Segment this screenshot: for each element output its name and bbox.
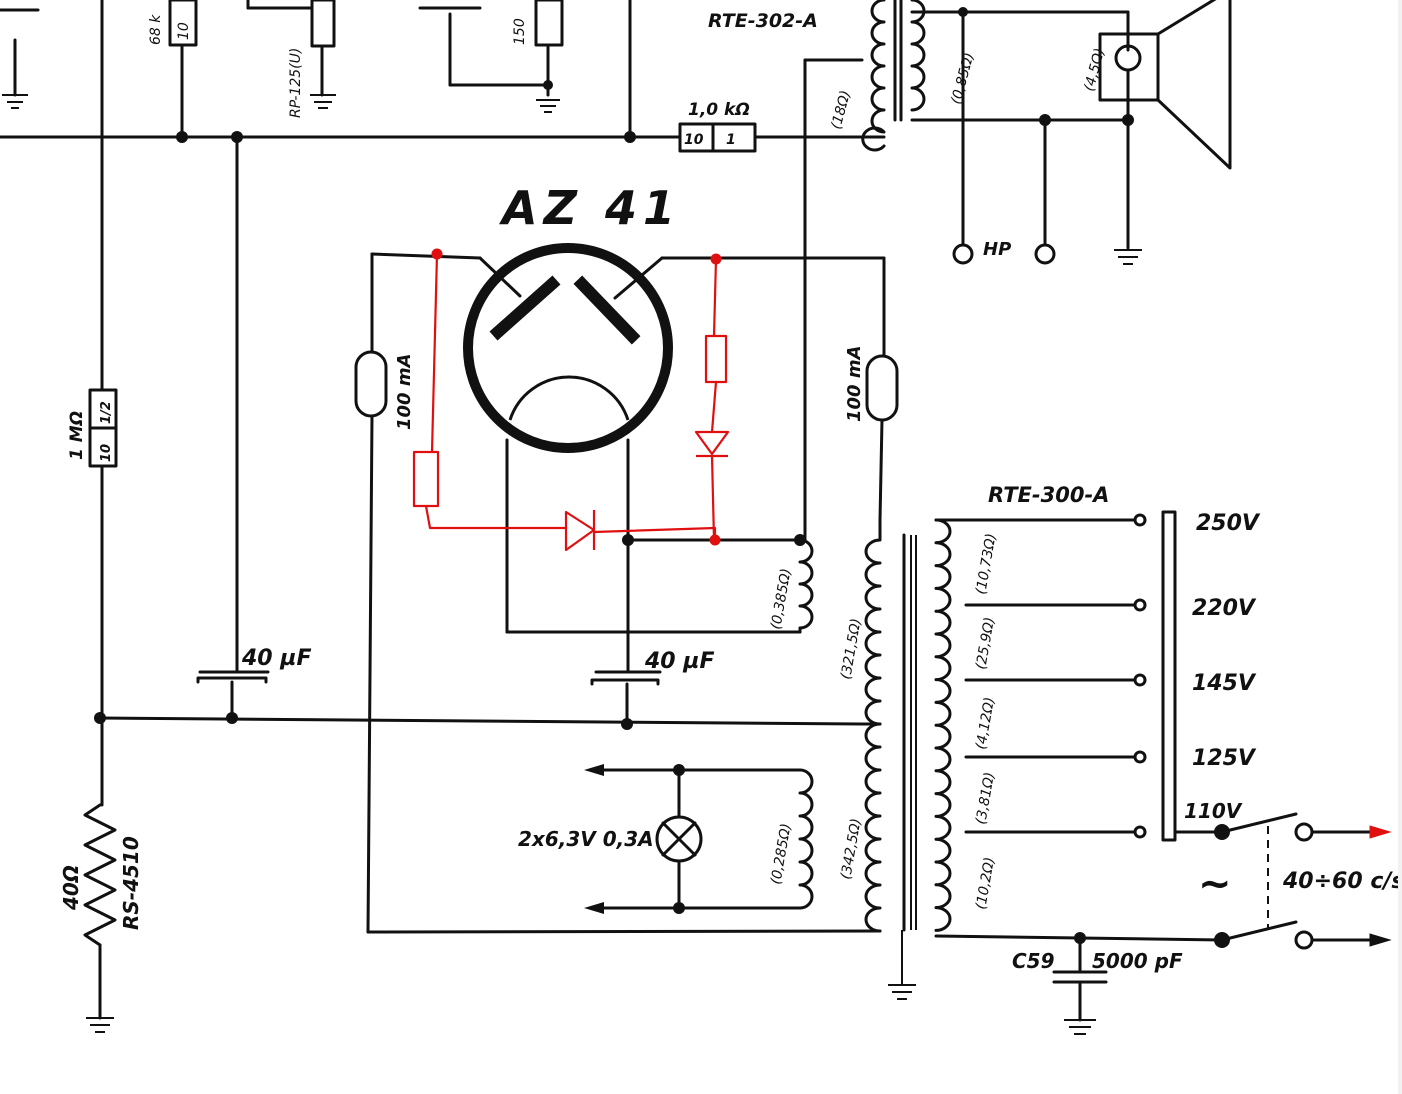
top-resistor-a: 68 k 10 (148, 0, 198, 137)
power-transformer-name: RTE-300-A (988, 483, 1109, 507)
resistor-1k-code2: 1 (726, 132, 736, 148)
red-diode-left (564, 510, 596, 552)
primary-res-3: (4,12Ω) (973, 696, 998, 751)
resistor-40ohm-value: 40Ω (59, 865, 83, 911)
hv-lower-res: (342,5Ω) (838, 817, 864, 881)
left-chain: 1 MΩ 10 1/2 40Ω RS-4510 (59, 0, 143, 1033)
tap-220: 220V (1192, 596, 1257, 621)
top-capacitor-mid (418, 6, 550, 87)
resistor-40ohm (83, 803, 117, 947)
fuse-right: 100 mA (844, 256, 899, 522)
hv-secondary-coil (864, 518, 882, 933)
primary-res-1: (10,73Ω) (973, 532, 999, 596)
resistor-1k-value: 1,0 kΩ (688, 100, 750, 120)
capacitor-c59-value: 5000 pF (1092, 949, 1183, 973)
tube-name: AZ 41 (499, 181, 681, 235)
pilot-lamp (655, 815, 703, 863)
red-resistor-right (704, 334, 728, 384)
fuse-left-label: 100 mA (394, 353, 415, 430)
output-primary-coil (861, 0, 886, 152)
resistor-1k-code1: 10 (684, 132, 704, 148)
red-diode-right (694, 430, 730, 456)
ground-return-rail (98, 716, 864, 730)
resistor-1m-code1: 10 (99, 444, 114, 462)
top-resistor-a-code: 10 (176, 22, 192, 40)
pilot-lamp-circuit: 2x6,3V 0,3A (0,285Ω) (518, 764, 814, 914)
fuse-right-label: 100 mA (844, 345, 865, 422)
resistor-1m-code2: 1/2 (99, 401, 114, 424)
speaker-res: (4,5Ω) (1081, 46, 1108, 93)
top-resistor-rp125-label: RP-125(U) (288, 48, 304, 118)
primary-res-2: (25,9Ω) (973, 616, 998, 671)
fuse-left: 100 mA (354, 252, 415, 934)
tap-125: 125V (1192, 746, 1257, 771)
red-resistor-left (412, 450, 440, 508)
output-transformer: RTE-302-A (18Ω) (0,85Ω) (708, 0, 1130, 542)
top-resistor-a-value: 68 k (148, 14, 164, 45)
capacitor-c59-name: C59 (1012, 949, 1055, 973)
ac-symbol: ~ (1198, 861, 1232, 907)
capacitor-c59: C59 5000 pF (1012, 932, 1183, 1035)
tap-145: 145V (1192, 671, 1257, 696)
top-left-capacitor (0, 8, 40, 109)
tap-110: 110V (1184, 799, 1243, 823)
page-edge (1398, 0, 1402, 1094)
mains-switch: ~ 40÷60 c/s (1173, 812, 1402, 950)
primary-res-4: (3,81Ω) (973, 771, 998, 826)
top-resistor-b-value: 150 (512, 18, 528, 45)
capacitor-mid-value: 40 µF (644, 649, 715, 674)
output-primary-res: (18Ω) (828, 89, 854, 131)
top-resistor-rp125: RP-125(U) (246, 0, 336, 118)
speaker: (4,5Ω) HP (952, 0, 1232, 265)
hv-upper-res: (321,5Ω) (838, 617, 864, 681)
output-secondary-coil (910, 0, 926, 112)
primary-coil (934, 518, 952, 932)
output-transformer-name: RTE-302-A (708, 10, 818, 32)
hp-jack-label: HP (983, 239, 1011, 260)
primary-res-5: (10,2Ω) (973, 856, 998, 911)
heater-winding-res: (0,385Ω) (768, 567, 794, 631)
top-resistor-b: 150 (512, 0, 564, 113)
resistor-1k: 1,0 kΩ 10 1 (678, 100, 757, 153)
capacitor-left-40uf: 40 µF (196, 135, 312, 724)
lamp-winding-res: (0,285Ω) (768, 822, 794, 886)
resistor-1m-value: 1 MΩ (67, 411, 87, 460)
tap-250: 250V (1196, 511, 1261, 536)
mains-frequency: 40÷60 c/s (1282, 869, 1402, 894)
tap-selector-bar (1161, 510, 1177, 842)
power-transformer: RTE-300-A (321,5Ω) (342,5Ω) (10,73Ω) (25… (366, 483, 1261, 1000)
tube-heater-winding: (0,385Ω) (505, 534, 814, 634)
capacitor-left-value: 40 µF (241, 646, 312, 671)
pilot-lamp-label: 2x6,3V 0,3A (518, 827, 654, 851)
az41-tube: AZ 41 (370, 181, 886, 634)
resistor-40ohm-part: RS-4510 (119, 836, 143, 930)
capacitor-mid-40uf: 40 µF (590, 538, 715, 726)
red-modification (412, 248, 730, 552)
